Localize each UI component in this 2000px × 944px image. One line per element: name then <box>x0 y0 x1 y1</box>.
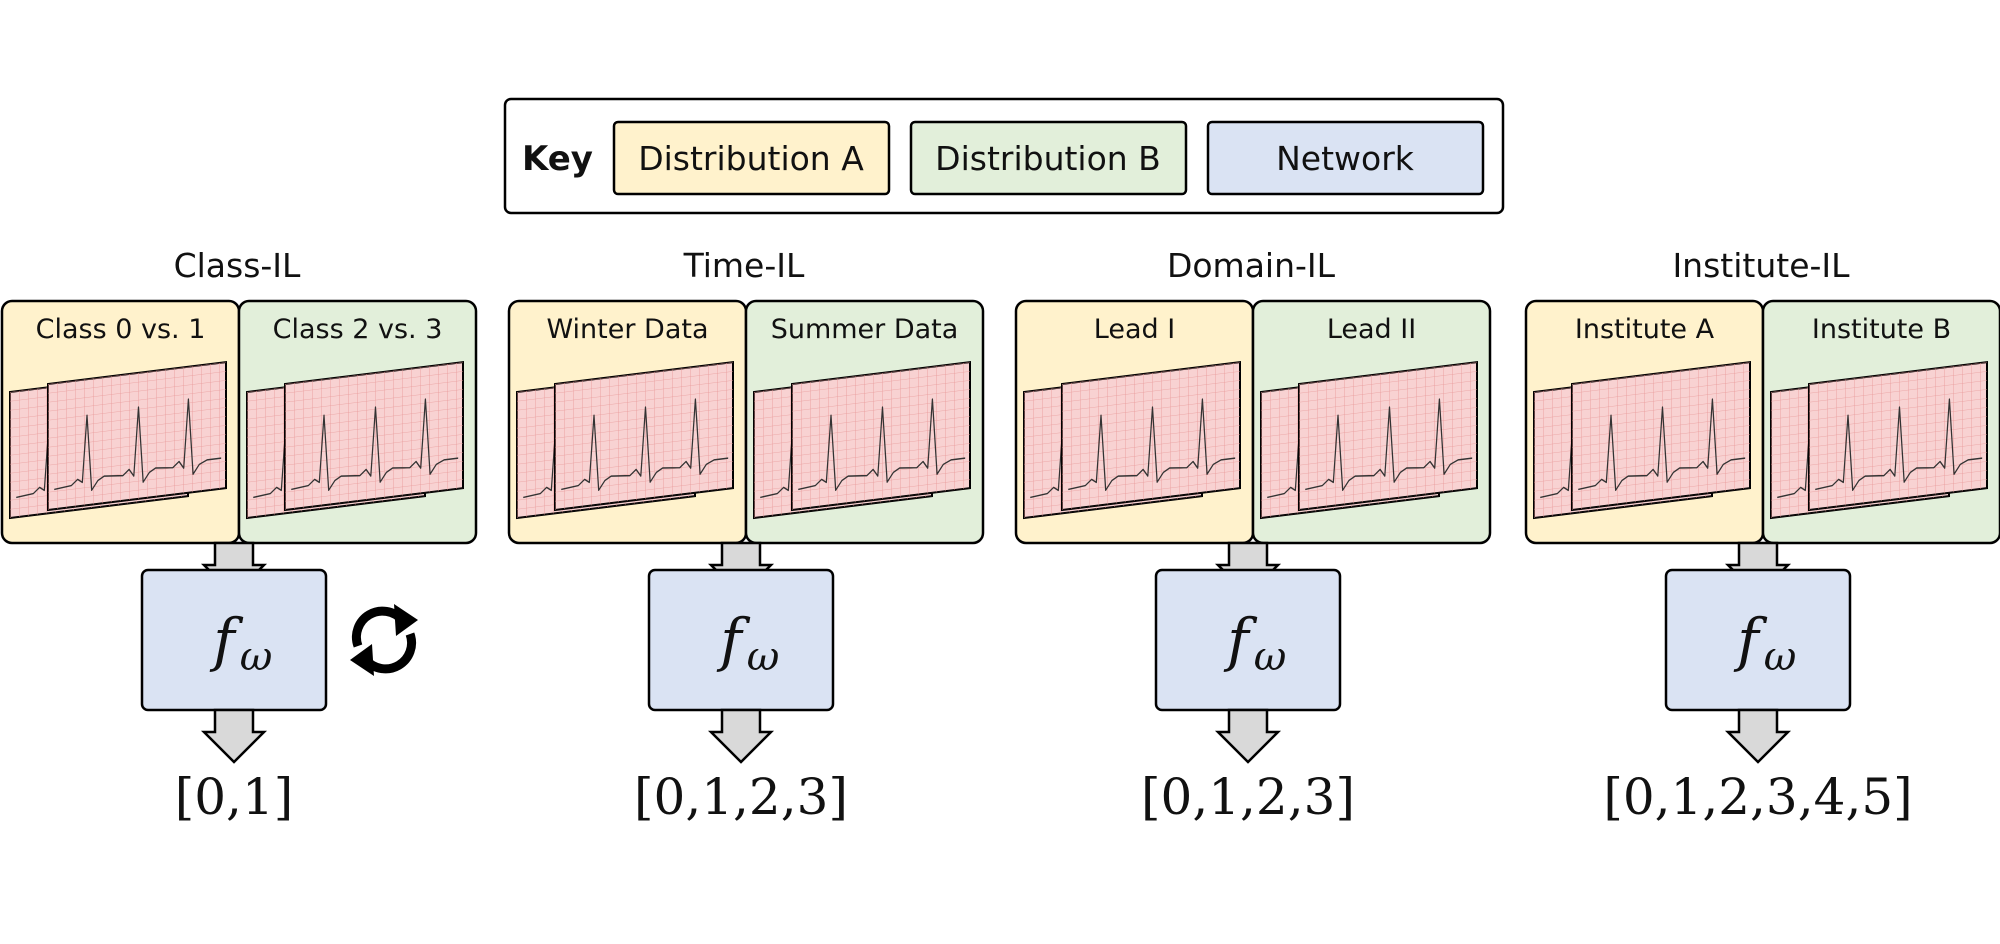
distribution-label: Lead I <box>1094 314 1175 345</box>
ecg-strip-icon <box>246 361 464 520</box>
key-title: Key <box>522 139 593 179</box>
key-item-label: Distribution A <box>638 139 864 178</box>
scenario-title: Class-IL <box>174 246 301 285</box>
output-label: [0,1,2,3,4,5] <box>1603 768 1912 826</box>
output-label: [0,1,2,3] <box>634 768 848 826</box>
distribution-label: Class 2 vs. 3 <box>273 314 443 345</box>
distribution-a-panel: Winter Data <box>507 299 748 545</box>
distribution-a-panel: Institute A <box>1524 299 1765 545</box>
key-item-distribution-b: Distribution B <box>909 120 1188 196</box>
key-legend: Key Distribution A Distribution B Networ… <box>503 97 1505 215</box>
distribution-b-panel: Class 2 vs. 3 <box>237 299 478 545</box>
ecg-strip-icon <box>1770 361 1988 520</box>
key-item-label: Network <box>1276 139 1415 178</box>
down-arrow-icon <box>707 708 775 764</box>
ecg-strip-icon <box>516 361 734 520</box>
network-subscript: ω <box>1254 634 1287 680</box>
ecg-strip-icon <box>1023 361 1241 520</box>
key-item-distribution-a: Distribution A <box>612 120 891 196</box>
network-subscript: ω <box>747 634 780 680</box>
ecg-strip-icon <box>753 361 971 520</box>
distribution-b-panel: Institute B <box>1761 299 2000 545</box>
down-arrow-icon <box>1214 708 1282 764</box>
key-item-label: Distribution B <box>935 139 1161 178</box>
network-subscript: ω <box>240 634 273 680</box>
distribution-label: Institute B <box>1812 314 1951 345</box>
ecg-strip-icon <box>1533 361 1751 520</box>
distribution-label: Class 0 vs. 1 <box>36 314 206 345</box>
down-arrow-icon <box>200 708 268 764</box>
cycle-arrows-icon <box>350 604 418 676</box>
distribution-label: Summer Data <box>771 314 959 345</box>
distribution-label: Institute A <box>1575 314 1715 345</box>
distribution-b-panel: Summer Data <box>744 299 985 545</box>
output-label: [0,1,2,3] <box>1141 768 1355 826</box>
distribution-label: Winter Data <box>546 314 708 345</box>
scenario-title: Institute-IL <box>1672 246 1850 285</box>
key-item-network: Network <box>1206 120 1485 196</box>
down-arrow-icon <box>1724 708 1792 764</box>
ecg-strip-icon <box>1260 361 1478 520</box>
scenario-title: Domain-IL <box>1167 246 1336 285</box>
distribution-a-panel: Lead I <box>1014 299 1255 545</box>
scenario-title: Time-IL <box>683 246 805 285</box>
distribution-label: Lead II <box>1327 314 1416 345</box>
distribution-a-panel: Class 0 vs. 1 <box>0 299 241 545</box>
output-label: [0,1] <box>175 768 294 826</box>
ecg-strip-icon <box>9 361 227 520</box>
network-subscript: ω <box>1764 634 1797 680</box>
distribution-b-panel: Lead II <box>1251 299 1492 545</box>
